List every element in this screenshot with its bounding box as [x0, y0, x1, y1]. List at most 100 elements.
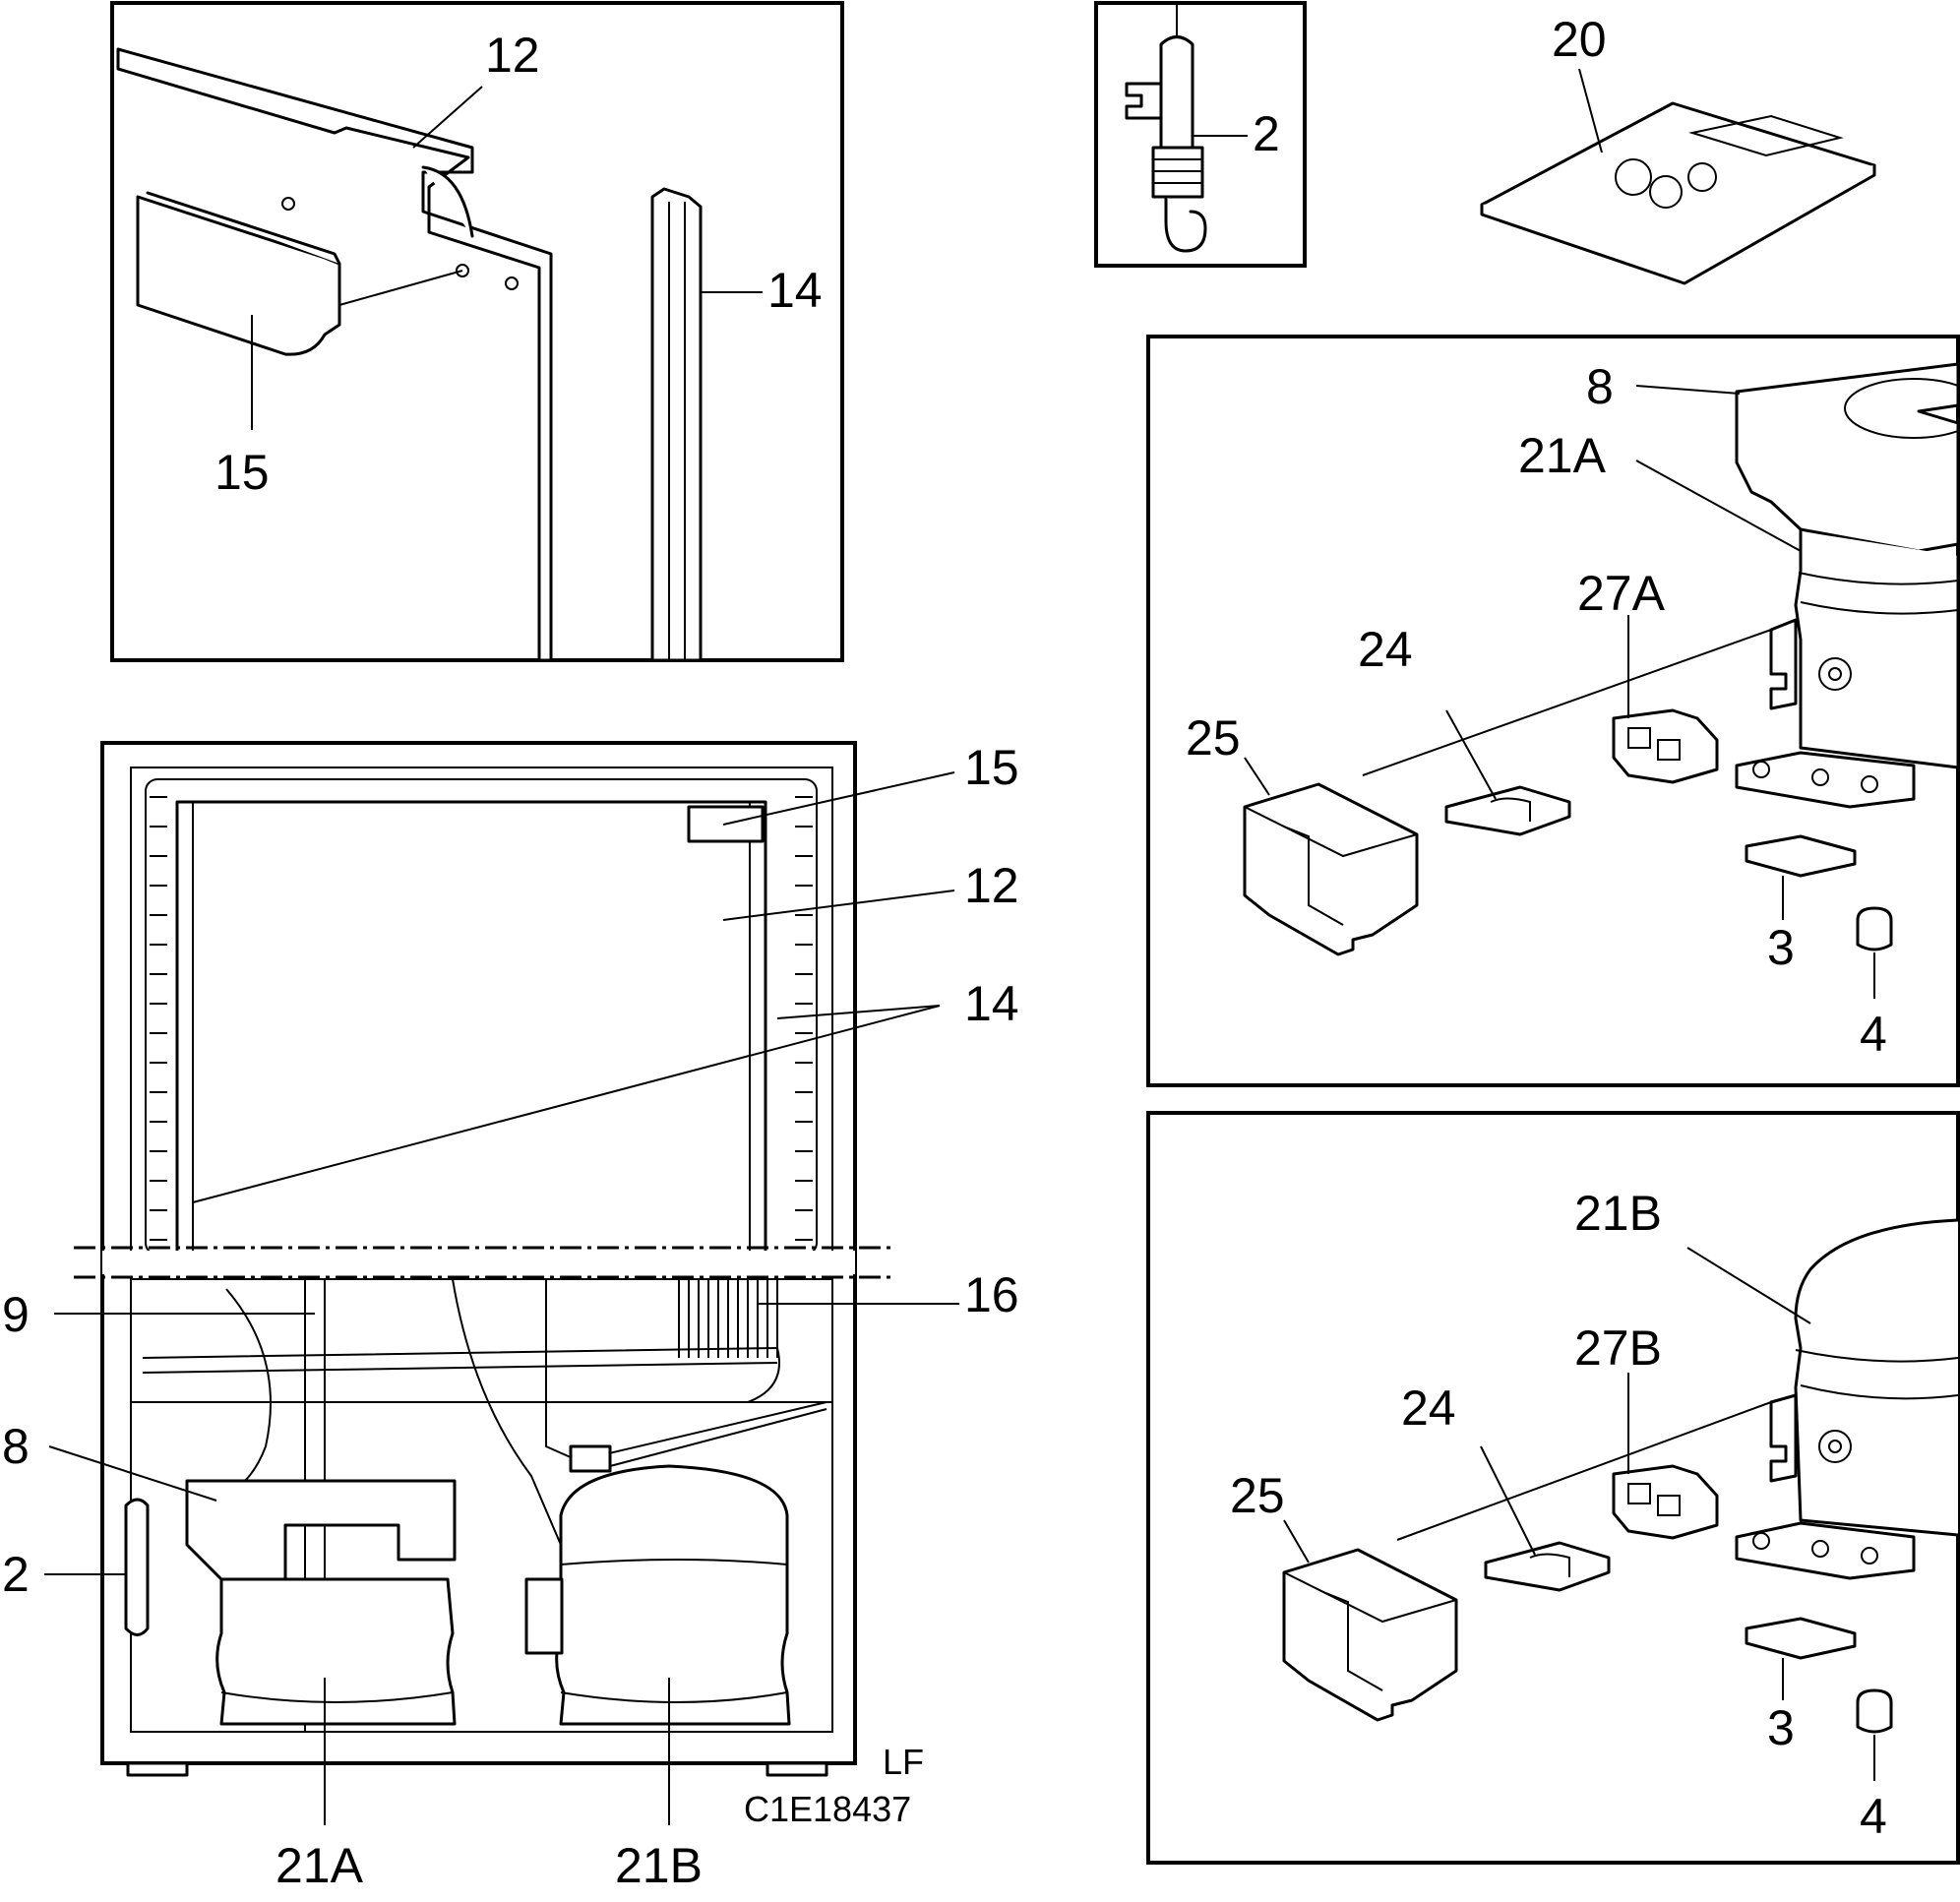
- callout-20: 20: [1552, 12, 1607, 67]
- refrigerant-pipe: [220, 1288, 272, 1497]
- compressor-a-base-line: [220, 1691, 454, 1703]
- foot-hole: [1811, 1540, 1829, 1558]
- callout-27a: 27A: [1577, 566, 1666, 621]
- panel-compressor-a: 8 21A 27A 24 25 3 4: [1146, 335, 1960, 1087]
- manual-pages: [1480, 163, 1876, 285]
- callout-2-sensor: 2: [1253, 106, 1280, 161]
- leader-line: [192, 1005, 941, 1203]
- manual-illustration: [1649, 175, 1683, 209]
- callout-21b: 21B: [1574, 1186, 1662, 1241]
- cabinet-foot: [766, 1761, 828, 1777]
- drip-tray-bowl: [1844, 378, 1960, 439]
- callout-4: 4: [1860, 1789, 1887, 1844]
- leader-line: [1635, 385, 1741, 395]
- compressor-a-foot: [1735, 751, 1916, 809]
- door-handle: [136, 195, 341, 356]
- sensor-clip: [1125, 82, 1163, 120]
- compressor-b-foot: [1735, 1521, 1916, 1580]
- refrigerant-pipe: [452, 1278, 591, 1615]
- compressor-b-terminal-pin: [1828, 1440, 1842, 1453]
- leader-line: [1244, 757, 1270, 796]
- relay-cover-b-edge: [1283, 1571, 1457, 1624]
- mounting-plate-b: [1745, 1617, 1857, 1660]
- side-vent-left: [150, 796, 167, 1241]
- compressor-b-seam: [560, 1559, 788, 1565]
- user-manual: 20: [1480, 12, 1876, 285]
- leader-line: [1578, 68, 1603, 153]
- leader-line: [1635, 460, 1802, 552]
- compressor-b-base-line: [560, 1691, 788, 1703]
- relay-cover-b-recess: [1322, 1591, 1383, 1691]
- relay-a-terminal: [1657, 739, 1681, 761]
- panel-door-detail: 12 14 15: [110, 1, 844, 662]
- leader-line: [1480, 1445, 1536, 1556]
- callout-24: 24: [1401, 1380, 1456, 1436]
- manual-illustration: [1615, 158, 1652, 196]
- callout-24: 24: [1358, 622, 1413, 677]
- callout-8-cabinet: 8: [2, 1419, 30, 1474]
- condenser-pipe: [142, 1346, 780, 1403]
- spring-clip-a-slot: [1490, 797, 1531, 822]
- door-inner-panel: [175, 800, 767, 1257]
- callout-15: 15: [214, 445, 270, 500]
- sensor-hook: [1164, 195, 1207, 253]
- panel-compressor-b: 21B 27B 24 25 3 4: [1146, 1111, 1960, 1865]
- spring-clip-a: [1444, 785, 1571, 836]
- callout-27b: 27B: [1574, 1320, 1662, 1376]
- leader-line: [412, 86, 483, 149]
- callout-9: 9: [2, 1287, 30, 1342]
- relay-b-terminal: [1627, 1483, 1651, 1504]
- door-liner-bend: [421, 165, 474, 238]
- condenser-pipe: [142, 1362, 778, 1374]
- spring-clip-b-slot: [1529, 1553, 1570, 1577]
- callout-25: 25: [1186, 710, 1241, 766]
- drawing-code-lf: LF: [883, 1742, 924, 1782]
- callout-21a-cabinet: 21A: [276, 1838, 364, 1893]
- rubber-grommet-b: [1856, 1688, 1893, 1734]
- refrigerant-pipe: [545, 1279, 591, 1467]
- callout-8: 8: [1586, 359, 1614, 414]
- compressor-a-terminal: [1818, 657, 1852, 691]
- compressor-b-seam: [1795, 1349, 1959, 1363]
- door-liner-panel: [116, 47, 553, 662]
- relay-a-terminal: [1627, 727, 1651, 749]
- rubber-grommet-a: [1856, 906, 1893, 951]
- panel-sensor-frame: [1094, 1, 1307, 268]
- capillary-tube: [575, 1401, 827, 1467]
- assembly-axis: [1396, 1401, 1772, 1541]
- drip-tray-installed: [185, 1479, 457, 1606]
- compressor-a-body: [1794, 529, 1960, 769]
- relay-cover-a-edge: [1244, 806, 1418, 858]
- relay-cover-a: [1243, 782, 1419, 956]
- foot-hole: [1752, 1532, 1770, 1550]
- compressor-b-terminal: [1818, 1430, 1852, 1463]
- leader-line: [722, 771, 955, 826]
- relay-box-installed: [524, 1577, 564, 1655]
- panel-door-detail-frame: [110, 1, 844, 662]
- compressor-a-terminal-pin: [1828, 667, 1842, 681]
- panel-hole: [456, 264, 469, 277]
- handle-fix-line: [338, 270, 463, 306]
- callout-14-cabinet: 14: [964, 976, 1019, 1031]
- filter-drier: [569, 1444, 612, 1473]
- callout-21b-cabinet: 21B: [615, 1838, 703, 1893]
- side-vent-right: [795, 796, 813, 1241]
- compressor-a-installed: [215, 1577, 457, 1726]
- assembly-axis: [1362, 629, 1772, 776]
- drip-tray: [1735, 362, 1960, 553]
- sensor-installed: [124, 1498, 150, 1636]
- leader-line: [48, 1445, 217, 1502]
- relay-b-terminal: [1657, 1495, 1681, 1516]
- sensor-bulb: [1159, 35, 1194, 150]
- callout-12: 12: [485, 28, 540, 83]
- callout-3: 3: [1767, 920, 1795, 975]
- leader-line: [1445, 709, 1497, 800]
- leader-line: [1686, 1247, 1811, 1324]
- door-gasket: [650, 187, 703, 662]
- callout-2-cabinet: 2: [2, 1547, 30, 1602]
- compressor-b-bracket: [1769, 1393, 1798, 1483]
- cabinet-rear-view: 15 12 14 16 9 8 2 21A 21B LF C1E18437: [2, 740, 1019, 1893]
- relay-cover-a-recess: [1283, 826, 1344, 926]
- condenser-fins: [678, 1279, 778, 1358]
- callout-14: 14: [767, 263, 823, 318]
